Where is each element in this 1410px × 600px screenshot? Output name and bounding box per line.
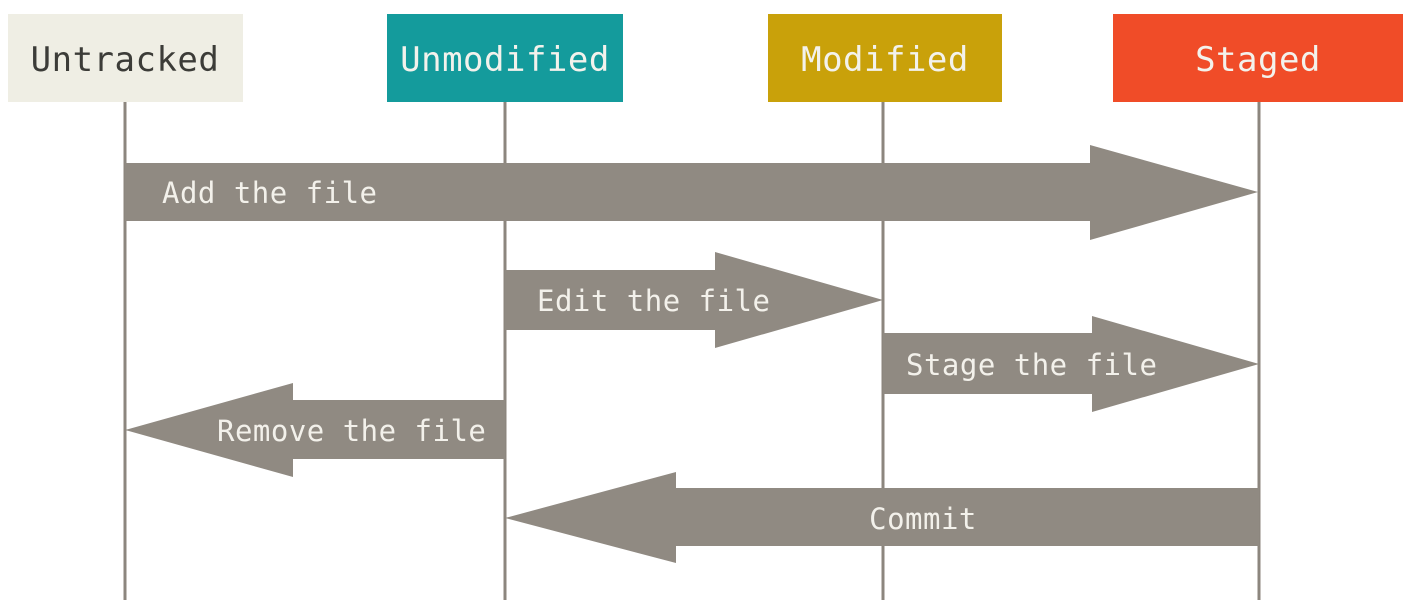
arrow-stage-the-file <box>883 316 1259 412</box>
state-box-staged <box>1113 14 1403 102</box>
arrow-commit <box>505 472 1259 563</box>
state-label-unmodified: Unmodified <box>400 40 610 80</box>
arrow-remove-the-file <box>125 383 505 477</box>
state-label-staged: Staged <box>1195 40 1321 80</box>
state-label-untracked: Untracked <box>31 40 220 80</box>
state-box-untracked <box>8 14 243 102</box>
arrow-label-commit: Commit <box>869 502 977 536</box>
arrow-label-add-the-file: Add the file <box>162 176 378 210</box>
state-box-modified <box>768 14 1002 102</box>
arrow-edit-the-file <box>505 252 883 348</box>
state-label-modified: Modified <box>801 40 969 80</box>
arrow-add-the-file <box>125 145 1258 240</box>
arrow-label-remove-the-file: Remove the file <box>217 414 486 448</box>
arrow-label-stage-the-file: Stage the file <box>906 348 1157 382</box>
arrow-label-edit-the-file: Edit the file <box>537 284 770 318</box>
state-box-unmodified <box>387 14 623 102</box>
